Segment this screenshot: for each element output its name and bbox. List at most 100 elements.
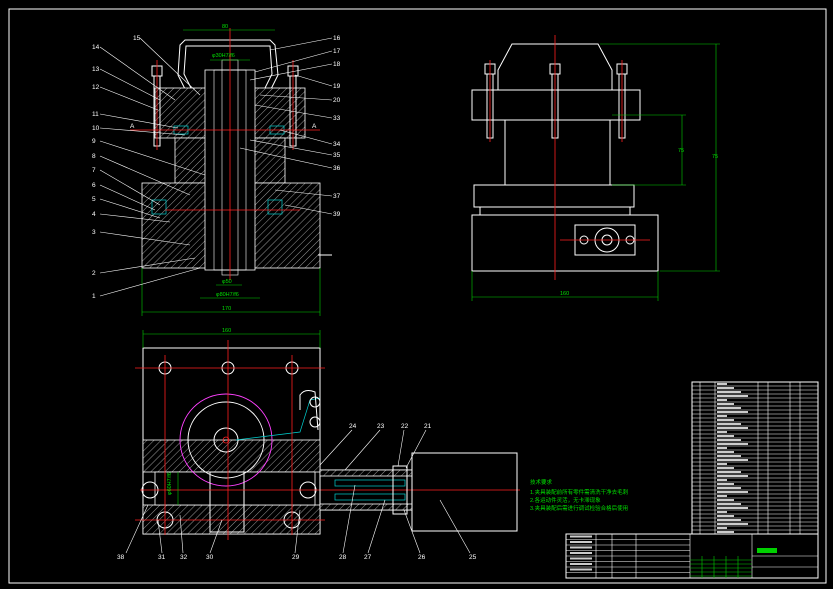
- part-row-text: [717, 495, 727, 497]
- balloon: 12: [92, 84, 100, 91]
- dim-bottom2: φ80H7/f6: [216, 292, 239, 298]
- balloon: 32: [180, 554, 188, 561]
- part-row-text: [717, 507, 748, 509]
- dim-side-height: 75: [678, 148, 684, 154]
- balloon: 3: [92, 229, 96, 236]
- part-row-text: [717, 383, 727, 385]
- balloon: 26: [418, 554, 426, 561]
- part-row-text: [717, 483, 734, 485]
- part-row-text: [717, 427, 748, 429]
- dim-top: 80: [222, 24, 228, 30]
- balloon: 22: [401, 423, 409, 430]
- balloon: 10: [92, 125, 100, 132]
- balloon: 19: [333, 83, 341, 90]
- part-row-text: [717, 435, 734, 437]
- title-block: [565, 533, 819, 579]
- part-row-text: [717, 387, 734, 389]
- notes-line: 3.夹具装配后需进行调试检验合格后使用: [530, 504, 628, 512]
- title-row-text: [570, 557, 592, 560]
- title-row-text: [570, 563, 592, 565]
- part-row-text: [717, 391, 741, 393]
- balloon-group-right: 16 17 18 19 20 33 34 35 36 37 39: [239, 35, 341, 218]
- balloon: 17: [333, 48, 341, 55]
- part-row-text: [717, 395, 748, 397]
- part-row-text: [717, 439, 741, 441]
- balloon: 23: [377, 423, 385, 430]
- technical-notes: 技术要求 1.夹具装配前所有零件需清洗干净去毛刺 2.各运动件灵活，无卡滞现象 …: [530, 478, 629, 512]
- title-row-text: [570, 552, 592, 554]
- parts-list-table: [691, 381, 819, 535]
- part-row-text: [717, 431, 727, 433]
- part-row-text: [717, 499, 734, 501]
- part-row-text: [717, 463, 727, 465]
- part-row-text: [717, 487, 741, 489]
- balloon: 9: [92, 138, 96, 145]
- balloon: 28: [339, 554, 347, 561]
- balloon: 38: [117, 554, 125, 561]
- balloon: 18: [333, 61, 341, 68]
- balloon-group-plan-bottom: 38 31 32 30 29 28 27 26 25: [117, 484, 477, 561]
- balloon: 4: [92, 211, 96, 218]
- balloon: 11: [92, 111, 99, 118]
- balloon: 2: [92, 270, 96, 277]
- dim-side-total: 75: [712, 154, 718, 160]
- notes-line: 2.各运动件灵活，无卡滞现象: [530, 496, 601, 504]
- balloon: 36: [333, 165, 341, 172]
- part-row-text: [717, 519, 741, 521]
- balloon: 1: [92, 293, 96, 300]
- title-highlight: [757, 548, 777, 553]
- part-row-text: [717, 419, 734, 421]
- section-mark-right: A: [312, 123, 317, 130]
- part-row-text: [717, 523, 748, 525]
- part-row-text: [717, 475, 748, 477]
- plan-view: 160 φ60H7/f6: [135, 328, 520, 540]
- balloon: 35: [333, 152, 341, 159]
- part-row-text: [717, 515, 734, 517]
- balloon: 16: [333, 35, 341, 42]
- part-row-text: [717, 407, 741, 409]
- part-row-text: [717, 479, 727, 481]
- part-row-text: [717, 511, 727, 513]
- balloon: 14: [92, 44, 100, 51]
- part-row-text: [717, 451, 734, 453]
- balloon: 8: [92, 153, 96, 160]
- balloon: 5: [92, 196, 96, 203]
- balloon-group-top: 15: [133, 35, 201, 96]
- front-section-view: A A 80 φ30H7/f6 φ50 φ80H7/f6 170: [130, 24, 332, 316]
- part-row-text: [717, 415, 727, 417]
- dim-bottom1: φ50: [222, 279, 232, 285]
- dim-bore: φ30H7/f6: [212, 53, 235, 59]
- part-row-text: [717, 411, 748, 413]
- notes-line: 1.夹具装配前所有零件需清洗干净去毛刺: [530, 488, 629, 496]
- part-row-text: [717, 467, 734, 469]
- part-row-text: [717, 527, 727, 529]
- part-row-text: [717, 443, 748, 445]
- balloon: 20: [333, 97, 341, 104]
- part-row-text: [717, 459, 748, 461]
- dim-width: 170: [222, 306, 231, 312]
- balloon: 24: [349, 423, 357, 430]
- part-row-text: [717, 471, 741, 473]
- title-row-text: [570, 535, 592, 538]
- balloon: 33: [333, 115, 341, 122]
- dim-plan-left: φ60H7/f6: [167, 472, 173, 495]
- balloon: 27: [364, 554, 372, 561]
- side-view: 75 75 160: [471, 35, 720, 301]
- part-row-text: [717, 399, 727, 401]
- balloon: 21: [424, 423, 432, 430]
- part-row-text: [717, 503, 741, 505]
- part-row-text: [717, 455, 741, 457]
- balloon: 7: [92, 167, 96, 174]
- balloon-group-plan-top: 24 23 22 21: [319, 423, 432, 471]
- title-row-text: [570, 541, 592, 543]
- section-mark-left: A: [130, 123, 135, 130]
- balloon: 25: [469, 554, 477, 561]
- part-row-text: [717, 531, 734, 533]
- balloon: 37: [333, 193, 341, 200]
- title-row-text: [570, 546, 592, 549]
- balloon-group-left: 14 13 12 11 10 9 8 7 6 5 4 3 2 1: [92, 44, 206, 300]
- balloon: 29: [292, 554, 300, 561]
- part-row-text: [717, 403, 734, 405]
- dim-side-width: 160: [560, 291, 569, 297]
